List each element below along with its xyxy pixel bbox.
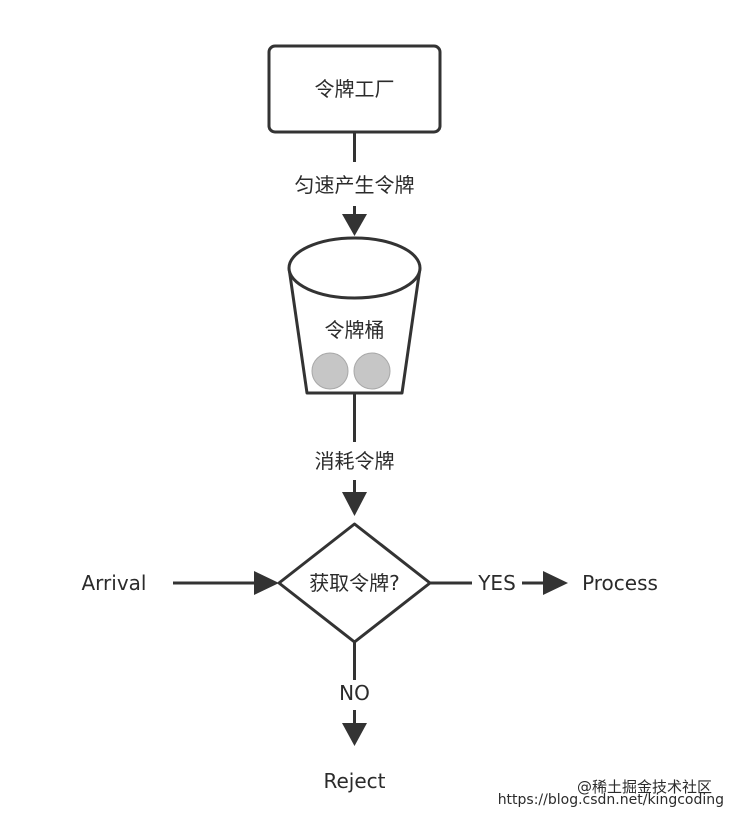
watermark-community: @稀土掘金技术社区 <box>577 778 712 796</box>
yes-label: YES <box>477 571 516 595</box>
reject-label: Reject <box>323 769 385 793</box>
produce-tokens-label: 匀速产生令牌 <box>295 173 415 197</box>
arrow-into-decision-left <box>254 571 279 595</box>
arrival-label: Arrival <box>82 571 147 595</box>
watermark-url: https://blog.csdn.net/kingcoding <box>498 792 724 808</box>
arrow-into-reject <box>342 723 367 746</box>
token-icon <box>311 352 349 390</box>
process-label: Process <box>582 571 658 595</box>
consume-tokens-label: 消耗令牌 <box>315 449 395 473</box>
bucket-rim <box>287 236 422 300</box>
token-icon <box>353 352 391 390</box>
decision-node: 获取令牌? <box>277 522 432 644</box>
token-bucket-node: 令牌桶 <box>287 236 422 395</box>
token-factory-label: 令牌工厂 <box>315 77 395 101</box>
token-factory-node: 令牌工厂 <box>267 44 442 134</box>
arrow-into-bucket <box>342 214 367 236</box>
arrow-into-process <box>543 571 568 595</box>
decision-label: 获取令牌? <box>309 571 400 595</box>
token-bucket-label: 令牌桶 <box>325 318 385 342</box>
arrow-into-decision <box>342 492 367 516</box>
no-label: NO <box>339 681 370 705</box>
